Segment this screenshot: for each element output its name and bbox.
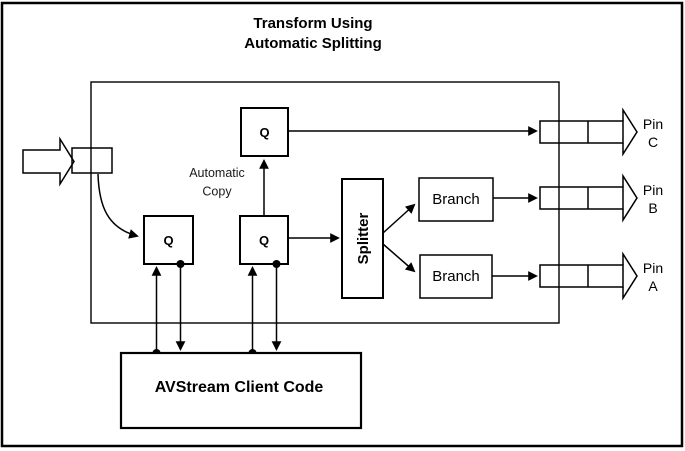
pin-a-out-arrow-icon (622, 251, 638, 301)
queue-top-label: Q (259, 125, 269, 140)
splitter-to-branch-upper-arrow (382, 203, 416, 234)
splitter-to-branch-lower-arrow (382, 243, 416, 273)
splitter-label: Splitter (355, 213, 372, 265)
input-stream-arrow-icon (22, 136, 75, 187)
input-to-queue-curved-arrow (97, 173, 139, 239)
pin-c-frame-box (539, 120, 624, 144)
pin-c-assembly: Pin C (539, 107, 663, 157)
queue-left-label: Q (163, 233, 173, 248)
branch-box-upper (418, 177, 494, 222)
branch-lower-label: Branch (432, 268, 480, 285)
pin-b-out-arrow-icon (622, 173, 638, 223)
automatic-copy-label-line1: Automatic (189, 166, 245, 180)
splitter-box (341, 178, 384, 299)
pin-b-label-letter: B (648, 200, 657, 216)
client-code-label: AVStream Client Code (155, 379, 324, 396)
diagram-title-line2: Automatic Splitting (244, 35, 382, 52)
pin-c-out-arrow-icon (622, 107, 638, 157)
pin-b-assembly: Pin B (539, 173, 663, 223)
pin-a-label-word: Pin (643, 260, 663, 276)
client-code-box (119, 351, 363, 430)
queue-box-top (240, 107, 289, 157)
diagram-title-line1: Transform Using (253, 15, 372, 32)
queue-right-label: Q (259, 233, 269, 248)
pin-c-label-word: Pin (643, 116, 663, 132)
connector-dot (176, 260, 185, 268)
input-frame-box (71, 147, 113, 174)
pin-c-label-letter: C (648, 134, 658, 150)
branch-upper-label: Branch (432, 191, 480, 208)
pin-a-label-letter: A (648, 278, 658, 294)
pin-a-assembly: Pin A (539, 251, 663, 301)
automatic-copy-label-line2: Copy (202, 185, 232, 199)
queue-box-left (143, 215, 194, 265)
pin-b-label-word: Pin (643, 182, 663, 198)
pin-b-frame-box (539, 186, 624, 210)
connector-dot (272, 260, 281, 268)
pin-a-frame-box (539, 264, 624, 288)
